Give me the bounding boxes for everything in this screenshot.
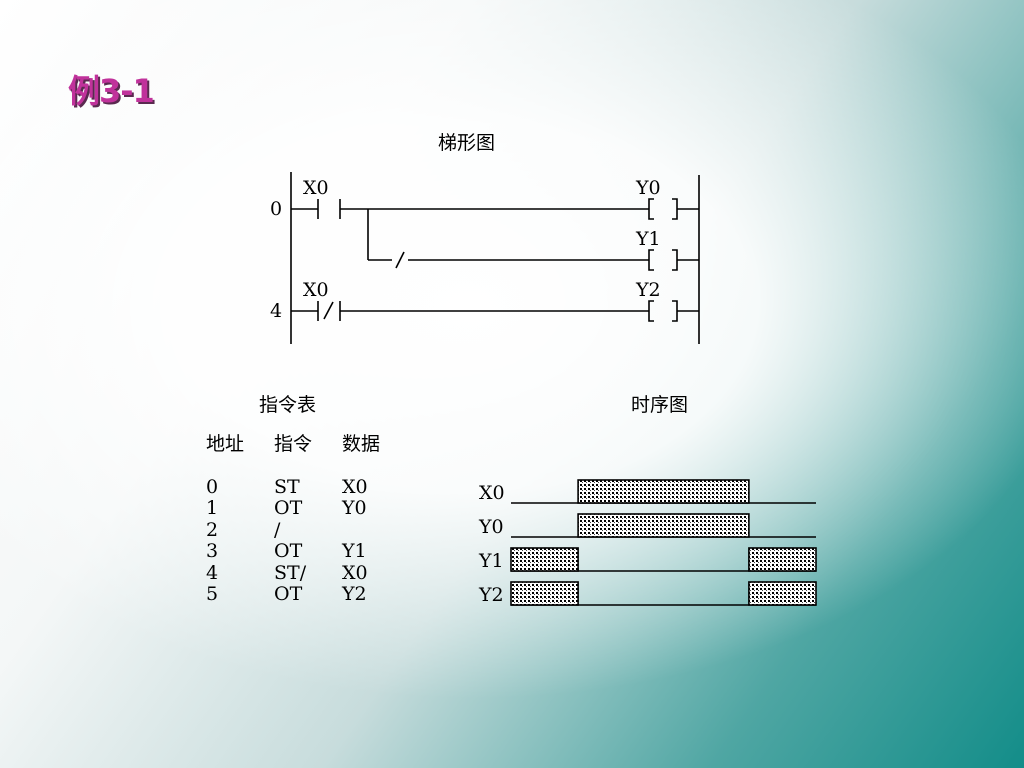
- slide-title: 例3-1: [68, 72, 155, 110]
- table-row: 1 OT Y0: [206, 497, 412, 520]
- instruction-table-header: 地址 指令 数据: [206, 433, 412, 456]
- cell-data: X0: [342, 561, 368, 584]
- cell-instruction: ST: [274, 475, 300, 498]
- ladder-heading: 梯形图: [438, 132, 496, 154]
- step-number-4: 4: [270, 300, 282, 322]
- coil-label-y1: Y1: [635, 228, 661, 250]
- coil-y2-left-bracket: [648, 300, 654, 322]
- table-row: 4 ST/ X0: [206, 561, 412, 585]
- cell-address: 3: [206, 540, 219, 562]
- cell-instruction: OT: [274, 540, 303, 562]
- cell-data: Y0: [342, 497, 367, 519]
- cell-data: X0: [342, 475, 368, 498]
- coil-label-y2: Y2: [635, 279, 661, 301]
- column-header-address: 地址: [206, 433, 245, 455]
- contact-x0-nc-slash: [323, 301, 334, 320]
- coil-y1-left-bracket: [648, 249, 654, 271]
- coil-y0-right-bracket: [672, 198, 678, 220]
- table-row: 0 ST X0: [206, 475, 412, 499]
- cell-address: 2: [206, 518, 219, 541]
- table-row: 3 OT Y1: [206, 540, 412, 563]
- cell-data: [342, 520, 412, 542]
- cell-instruction: ST/: [274, 561, 307, 584]
- timing-heading: 时序图: [631, 394, 689, 416]
- cell-instruction: OT: [274, 497, 303, 519]
- coil-y1-right-bracket: [672, 249, 678, 271]
- cell-address: 5: [206, 583, 219, 605]
- instruction-table: 地址 指令 数据 0 ST X0 1 OT Y0 2 / 3 OT Y1 4 S…: [206, 433, 412, 606]
- cell-data: Y1: [342, 540, 367, 562]
- cell-address: 0: [206, 475, 219, 498]
- coil-y0-left-bracket: [648, 198, 654, 220]
- coil-y2-right-bracket: [672, 300, 678, 322]
- contact-label-x0-rung0: X0: [303, 177, 329, 199]
- not-slash: [395, 251, 405, 269]
- coil-label-y0: Y0: [635, 177, 661, 199]
- cell-address: 4: [206, 561, 219, 584]
- cell-address: 1: [206, 497, 219, 519]
- column-header-instruction: 指令: [274, 433, 313, 455]
- contact-label-x0-rung4: X0: [303, 279, 329, 301]
- column-header-data: 数据: [342, 433, 381, 455]
- cell-instruction: /: [274, 518, 281, 541]
- cell-data: Y2: [342, 583, 367, 605]
- table-row: 2 /: [206, 518, 412, 542]
- cell-instruction: OT: [274, 583, 303, 605]
- table-row: 5 OT Y2: [206, 583, 412, 606]
- instruction-table-heading: 指令表: [259, 394, 317, 416]
- step-number-0: 0: [270, 198, 282, 220]
